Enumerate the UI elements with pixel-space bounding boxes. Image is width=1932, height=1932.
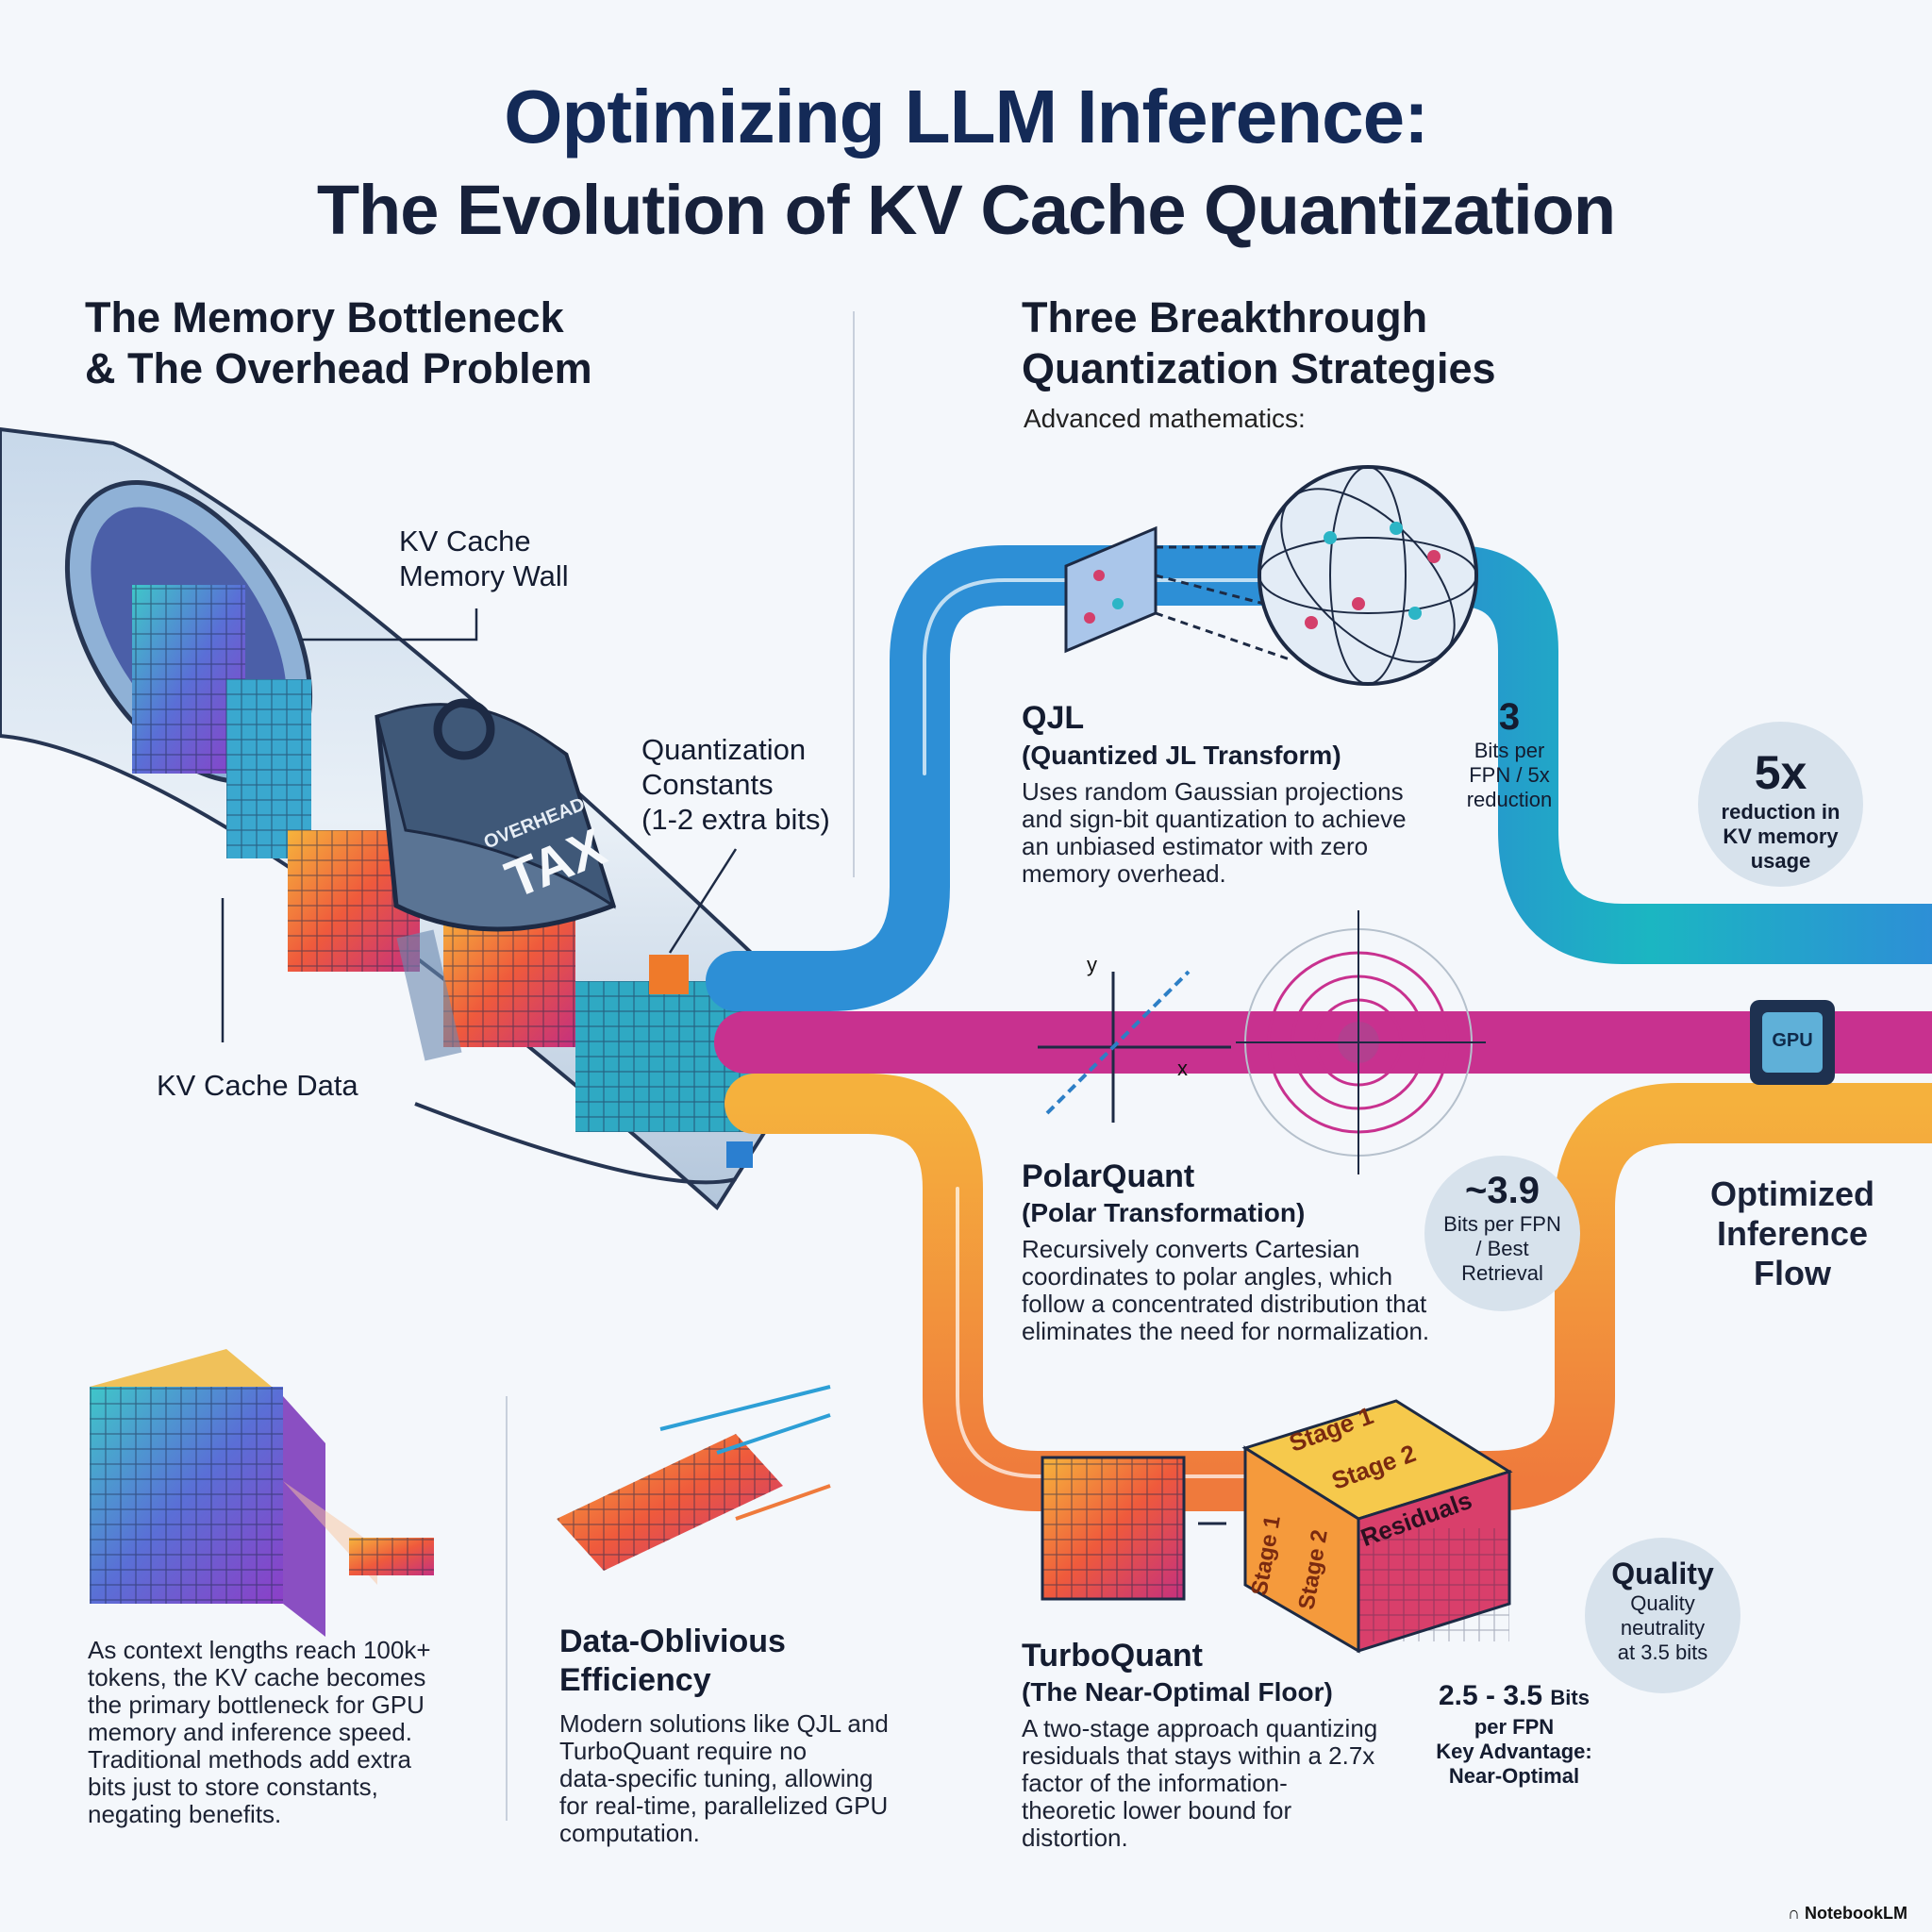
- turbo-stat: 2.5 - 3.5 Bits per FPN Key Advantage: Ne…: [1436, 1680, 1592, 1788]
- kv-wall-label: KV Cache Memory Wall: [399, 525, 569, 592]
- polar-description: Recursively converts Cartesian coordinat…: [1022, 1235, 1430, 1345]
- quantization-constants-label: Quantization Constants (1-2 extra bits): [641, 733, 830, 836]
- polar-stat-bubble: [1424, 1156, 1580, 1311]
- reduction-stat: 5x reduction in KV memory usage: [1721, 746, 1840, 873]
- optimized-flow-label: Optimized Inference Flow: [1709, 1174, 1874, 1292]
- right-subheading: Advanced mathematics:: [1024, 404, 1306, 433]
- watermark: ∩ NotebookLM: [1788, 1904, 1907, 1923]
- reduction-bubble: [1698, 722, 1863, 887]
- kv-data-label: KV Cache Data: [157, 1069, 358, 1102]
- turbo-description: A two-stage approach quantizing residual…: [1022, 1714, 1378, 1852]
- polar-graphic: [1038, 910, 1486, 1174]
- axis-y-label: y: [1087, 953, 1097, 976]
- efficiency-description: Modern solutions like QJL and TurboQuant…: [559, 1709, 889, 1847]
- qjl-subtitle: (Quantized JL Transform): [1022, 741, 1341, 770]
- callout-line: [302, 608, 478, 641]
- axis-x-label: x: [1177, 1057, 1188, 1080]
- polar-subtitle: (Polar Transformation): [1022, 1198, 1306, 1227]
- gpu-label: GPU: [1772, 1030, 1813, 1051]
- efficiency-heading: Data-Oblivious Efficiency: [559, 1624, 786, 1698]
- turbo-name: TurboQuant: [1022, 1638, 1203, 1674]
- callout-line: [668, 848, 738, 954]
- qjl-name: QJL: [1022, 700, 1085, 736]
- qjl-stat: 3 Bits per FPN / 5x reduction: [1466, 696, 1553, 811]
- bottleneck-description: As context lengths reach 100k+ tokens, t…: [88, 1636, 431, 1828]
- efficiency-illustration: [557, 1385, 831, 1571]
- notebooklm-logo-icon: ∩: [1788, 1904, 1805, 1923]
- left-section-heading: The Memory Bottleneck & The Overhead Pro…: [85, 293, 592, 392]
- quality-bubble: [1585, 1538, 1740, 1693]
- kv-cube-illustration: [90, 1349, 434, 1637]
- polar-stat: ~3.9 Bits per FPN / Best Retrieval: [1443, 1170, 1561, 1285]
- right-section-heading: Three Breakthrough Quantization Strategi…: [1022, 293, 1496, 392]
- turbo-subtitle: (The Near-Optimal Floor): [1022, 1677, 1333, 1707]
- overhead-weight: [375, 698, 617, 1061]
- page-subtitle: The Evolution of KV Cache Quantization: [316, 171, 1616, 249]
- qjl-description: Uses random Gaussian projections and sig…: [1022, 777, 1407, 888]
- polar-name: PolarQuant: [1022, 1158, 1195, 1194]
- turbo-graphic: [1041, 1399, 1513, 1654]
- gpu-chip: [1750, 1000, 1835, 1085]
- qjl-projection-graphic: [1064, 465, 1478, 686]
- quality-stat: Quality Quality neutrality at 3.5 bits: [1611, 1557, 1714, 1664]
- page-title: Optimizing LLM Inference:: [504, 75, 1428, 158]
